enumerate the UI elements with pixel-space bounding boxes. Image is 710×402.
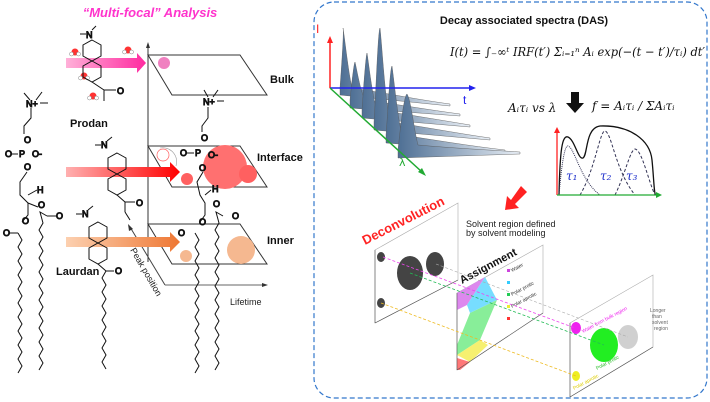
tau-2-label: τ₂ [600, 169, 612, 183]
bulk-plane [147, 54, 268, 96]
result-plot [569, 274, 654, 398]
intensity-arrowhead [327, 36, 333, 43]
interface-arrow [66, 162, 180, 182]
lipid-structure-right: N+ O O P O- O H O O O O [178, 89, 240, 374]
lipid-r-n-plus: N+ [203, 97, 215, 107]
lipid-o6: O [3, 228, 10, 238]
red-diagonal-arrow-icon [505, 186, 527, 210]
lipid-r-o6: O [178, 228, 185, 238]
water-connector [382, 256, 576, 329]
longer-line4: region [654, 326, 668, 332]
interface-label: Interface [257, 152, 303, 164]
peak-axis-arrowhead [128, 224, 133, 231]
bulk-label: Bulk [270, 74, 295, 86]
protic-connector [409, 272, 605, 346]
wavelength-axis-label: λ [399, 156, 406, 169]
lipid-r-o4: O [213, 199, 220, 209]
decay-peaks [339, 27, 521, 159]
legend-water: Water [510, 262, 525, 274]
lipid-structure-left: N+ O O P O- O H O O O O [3, 91, 64, 374]
time-axis-label: t [463, 93, 467, 107]
interface-probe-o: O [136, 198, 143, 208]
inner-spot-small [180, 250, 192, 262]
lipid-o5: O [22, 216, 29, 226]
longer-connector [435, 263, 629, 338]
das-title: Decay associated spectra (DAS) [440, 15, 608, 27]
wavelength-axis [329, 87, 423, 173]
lipid-o1: O [24, 135, 31, 145]
peak-position-axis [129, 226, 166, 286]
lipid-r-o3: O [199, 163, 206, 173]
das-frame [313, 1, 708, 399]
lipid-r-o2: O [180, 148, 187, 158]
longer-than-solvent-label: Longer than solvent region [650, 308, 668, 332]
vertical-axis-arrowhead [146, 42, 150, 48]
interface-open-spot [156, 148, 170, 162]
inner-spot-large [227, 236, 255, 264]
wavelength-arrowhead [418, 168, 426, 176]
lifetime-label: Lifetime [230, 297, 262, 307]
convolution-formula: I(t) = ∫₋∞ᵗ IRF(t′) Σᵢ₌₁ⁿ Aᵢ exp(−(t − t… [449, 45, 705, 59]
solvent-note-line2: by solvent modeling [466, 228, 546, 238]
lipid-r-o1: O [201, 133, 208, 143]
assignment-plot [456, 244, 544, 371]
prodan-structure: N O [80, 25, 125, 101]
solvent-note-line1: Solvent region defined [466, 219, 556, 229]
fraction-formula: f = Aᵢτᵢ / ΣAᵢτᵢ [591, 99, 675, 113]
laurdan-n: N [82, 209, 89, 219]
laurdan-label: Laurdan [56, 266, 100, 278]
inner-label: Inner [267, 235, 295, 247]
longer-line1: Longer [650, 308, 666, 314]
prodan-n: N [86, 30, 93, 40]
lipid-n-plus: N+ [26, 99, 38, 109]
lipid-r-p: P [195, 148, 201, 158]
lipid-o-minus: O- [32, 149, 42, 159]
das-chart [554, 125, 662, 198]
interface-spot-small [181, 173, 193, 185]
lipid-r-o-minus: O- [208, 150, 218, 160]
tau-1-label: τ₁ [566, 169, 577, 183]
longer-line3: solvent [652, 320, 668, 326]
lipid-o3: O [24, 162, 31, 172]
lipid-o7: O [56, 211, 63, 221]
lipid-r-o7: O [232, 211, 239, 221]
interface-spot-medium [239, 165, 257, 183]
prodan-o: O [117, 86, 124, 96]
interface-spot-large [203, 145, 247, 189]
lipid-p: P [19, 149, 25, 159]
intensity-axis-label: I [316, 22, 319, 36]
prodan-label: Prodan [70, 118, 108, 130]
tau-3-label: τ₃ [626, 169, 638, 183]
interface-probe-structure: N O [95, 136, 144, 221]
lipid-o2: O [5, 149, 12, 159]
lipid-h: H [37, 185, 44, 195]
lipid-r-o5: O [199, 217, 206, 227]
water-molecules [69, 46, 134, 101]
lifetime-arrowhead [262, 283, 268, 287]
das-vs-lambda-label: Aᵢτᵢ vs λ [507, 101, 556, 115]
bulk-spot [158, 57, 170, 69]
interface-probe-n: N [101, 140, 108, 150]
analysis-title: “Multi-focal” Analysis [83, 5, 218, 20]
laurdan-inner-arrow [66, 232, 180, 252]
laurdan-structure: N O [76, 205, 123, 370]
lipid-o4: O [38, 200, 45, 210]
laurdan-o: O [115, 266, 122, 276]
angle-arc [159, 147, 177, 167]
time-arrowhead [469, 85, 476, 91]
down-arrow-icon [566, 92, 584, 113]
longer-line2: than [652, 314, 662, 320]
lipid-r-h: H [212, 184, 219, 194]
